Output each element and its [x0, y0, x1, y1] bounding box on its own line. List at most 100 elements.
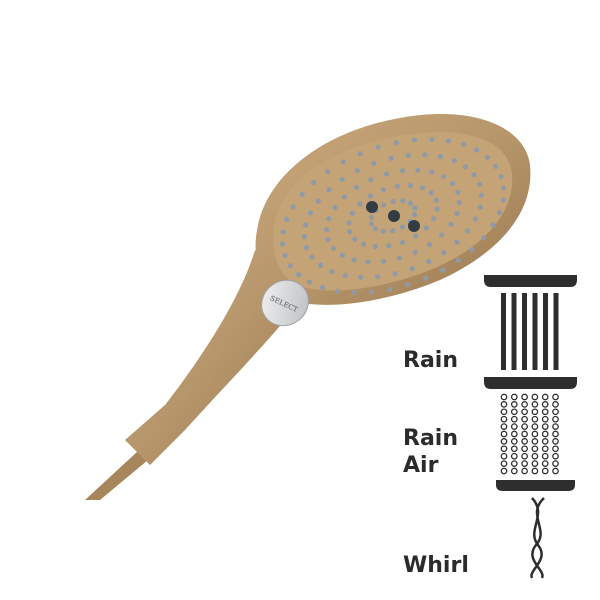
air-droplet — [552, 401, 559, 408]
nozzle — [429, 136, 435, 142]
nozzle — [324, 226, 330, 233]
nozzle — [317, 262, 324, 268]
air-droplet — [521, 423, 528, 430]
air-droplet — [500, 452, 508, 460]
nozzle — [392, 271, 398, 277]
nozzle — [375, 144, 381, 150]
nozzle — [454, 239, 460, 245]
air-droplet — [531, 445, 539, 453]
nozzle — [306, 279, 313, 285]
spray-nozzles — [279, 136, 507, 296]
air-droplet — [531, 401, 539, 408]
air-droplet — [531, 408, 539, 416]
nozzle — [423, 275, 429, 281]
nozzle — [319, 284, 326, 291]
handle — [125, 250, 300, 465]
nozzle — [349, 210, 355, 216]
nozzle — [372, 243, 378, 250]
air-droplet — [541, 430, 549, 438]
air-droplet — [521, 460, 528, 467]
air-droplet — [541, 415, 549, 423]
nozzle — [472, 216, 479, 222]
nozzle — [469, 246, 475, 253]
nozzle — [471, 172, 477, 178]
nozzle — [408, 182, 414, 189]
nozzle — [409, 266, 415, 272]
air-droplet — [521, 393, 528, 401]
air-droplet — [500, 467, 508, 475]
air-droplet — [541, 438, 549, 445]
nozzle — [405, 282, 411, 288]
nozzle — [388, 155, 394, 161]
nozzle — [498, 173, 504, 180]
nozzle — [441, 174, 447, 180]
nozzle — [399, 168, 406, 174]
air-droplet — [531, 452, 539, 460]
nozzle — [422, 152, 428, 158]
nozzle — [280, 229, 286, 235]
air-droplet — [510, 401, 518, 408]
nozzle — [428, 190, 434, 196]
nozzle — [380, 228, 386, 234]
nozzle — [493, 163, 499, 169]
nozzle — [346, 220, 352, 226]
air-droplet — [521, 445, 528, 453]
nozzle — [437, 153, 444, 160]
rain-air-mode-icon — [484, 377, 577, 475]
nozzle — [332, 204, 338, 211]
nozzle — [368, 289, 375, 295]
nozzle — [354, 167, 360, 174]
rain-air-label-line1: Rain — [403, 426, 458, 451]
nozzle — [400, 239, 406, 245]
air-droplet — [541, 445, 549, 453]
nozzle — [465, 228, 471, 234]
air-droplet — [531, 460, 539, 467]
nozzle — [396, 255, 403, 261]
nozzle — [455, 257, 461, 263]
air-droplet — [510, 393, 518, 401]
nozzle — [445, 138, 452, 144]
nozzle — [380, 187, 386, 193]
nozzle — [441, 249, 447, 256]
nozzle — [282, 252, 288, 259]
nozzle — [299, 191, 305, 197]
rain-stream — [511, 293, 517, 370]
nozzle — [434, 206, 440, 212]
air-droplet — [531, 415, 539, 423]
nozzle — [476, 181, 483, 188]
nozzle — [411, 212, 418, 218]
air-droplet — [552, 393, 559, 401]
nozzle — [375, 274, 381, 280]
air-droplet — [510, 438, 518, 445]
air-droplet — [510, 415, 518, 423]
air-droplet — [541, 408, 549, 416]
air-droplet — [521, 452, 528, 460]
nozzle — [426, 241, 433, 248]
select-button[interactable]: SELECT — [253, 271, 318, 335]
nozzle — [390, 198, 396, 205]
nozzle — [342, 272, 349, 279]
air-droplet — [521, 408, 528, 416]
nozzle — [339, 176, 345, 183]
air-droplet — [500, 430, 508, 438]
nozzle — [451, 157, 457, 164]
air-droplet — [500, 408, 508, 416]
nozzle — [353, 184, 360, 191]
nozzle — [334, 288, 341, 294]
air-droplet — [510, 467, 518, 475]
nozzle — [412, 249, 418, 255]
nozzle — [460, 141, 467, 148]
air-droplet — [552, 408, 559, 416]
nozzle — [367, 193, 374, 199]
nozzle — [361, 241, 367, 247]
nozzle — [296, 272, 302, 278]
air-droplet — [531, 430, 539, 438]
nozzle — [456, 199, 462, 206]
nozzle — [426, 258, 432, 265]
air-droplet — [541, 467, 549, 475]
nozzle — [400, 198, 406, 204]
nozzle — [315, 198, 321, 204]
air-droplet — [510, 430, 518, 438]
nozzle — [365, 259, 371, 265]
